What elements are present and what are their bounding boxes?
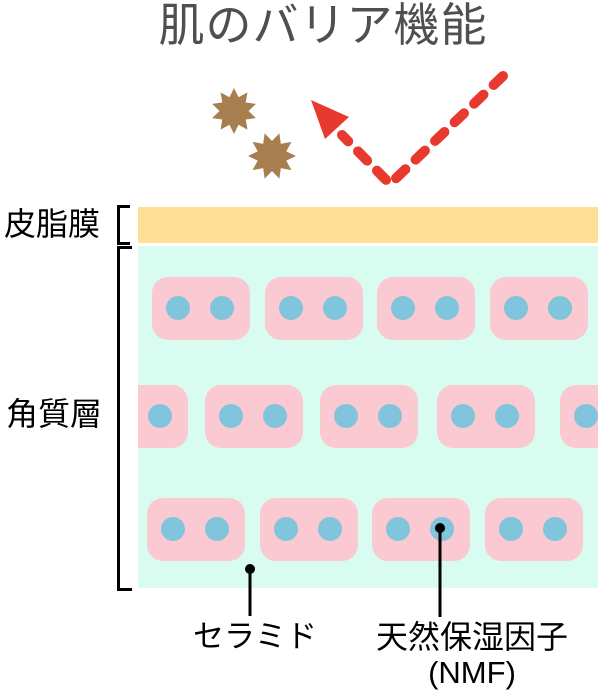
nmf-dot [430, 517, 454, 541]
nmf-dot [148, 404, 172, 428]
nmf-dot [205, 517, 229, 541]
nmf-dot [391, 296, 415, 320]
nmf-dot [435, 296, 459, 320]
stratum-corneum-label: 角質層 [6, 396, 103, 432]
nmf-dot [574, 404, 598, 428]
corneocyte-cell [560, 385, 598, 448]
nmf-dot [495, 404, 519, 428]
irritant-burst-icon [248, 133, 296, 179]
nmf-label: 天然保湿因子 (NMF) [340, 619, 600, 691]
nmf-label-line1: 天然保湿因子 [375, 619, 568, 655]
corneocyte-cell [152, 277, 250, 340]
nmf-dot [274, 517, 298, 541]
irritant-burst-icon [212, 88, 256, 134]
ceramide-label: セラミド [193, 619, 317, 654]
corneocyte-cell [437, 385, 535, 448]
corneocyte-cell [320, 385, 418, 448]
nmf-dot [378, 404, 402, 428]
corneocyte-cell [372, 498, 470, 561]
nmf-dot [219, 404, 243, 428]
nmf-dot [548, 296, 572, 320]
stratum-corneum-bracket [117, 246, 132, 591]
corneocyte-cell [377, 277, 475, 340]
corneocyte-cell [260, 498, 358, 561]
bounce-arrow-dashed-line [337, 71, 508, 189]
nmf-dot [323, 296, 347, 320]
corneocyte-cell [265, 277, 363, 340]
nmf-dot [263, 404, 287, 428]
sebum-film-bracket [117, 205, 130, 245]
irritant-burst-icons [212, 88, 296, 179]
nmf-dot [210, 296, 234, 320]
stratum-corneum-layer [138, 246, 598, 588]
page-title: 肌のバリア機能 [158, 0, 488, 51]
sebum-film-band [138, 207, 598, 243]
nmf-dot [279, 296, 303, 320]
bounce-arrow-head-icon [311, 100, 349, 139]
sebum-film-label: 皮脂膜 [4, 206, 101, 242]
nmf-dot [318, 517, 342, 541]
nmf-dot [334, 404, 358, 428]
nmf-dot [161, 517, 185, 541]
corneocyte-cell [490, 277, 588, 340]
nmf-dot [451, 404, 475, 428]
corneocyte-cell [138, 385, 188, 448]
nmf-dot [166, 296, 190, 320]
nmf-dot [386, 517, 410, 541]
nmf-dot [504, 296, 528, 320]
corneocyte-cell [205, 385, 303, 448]
nmf-dot [543, 517, 567, 541]
corneocyte-cell [485, 498, 583, 561]
corneocyte-cell [147, 498, 245, 561]
nmf-dot [499, 517, 523, 541]
nmf-label-line2: (NMF) [428, 654, 516, 690]
